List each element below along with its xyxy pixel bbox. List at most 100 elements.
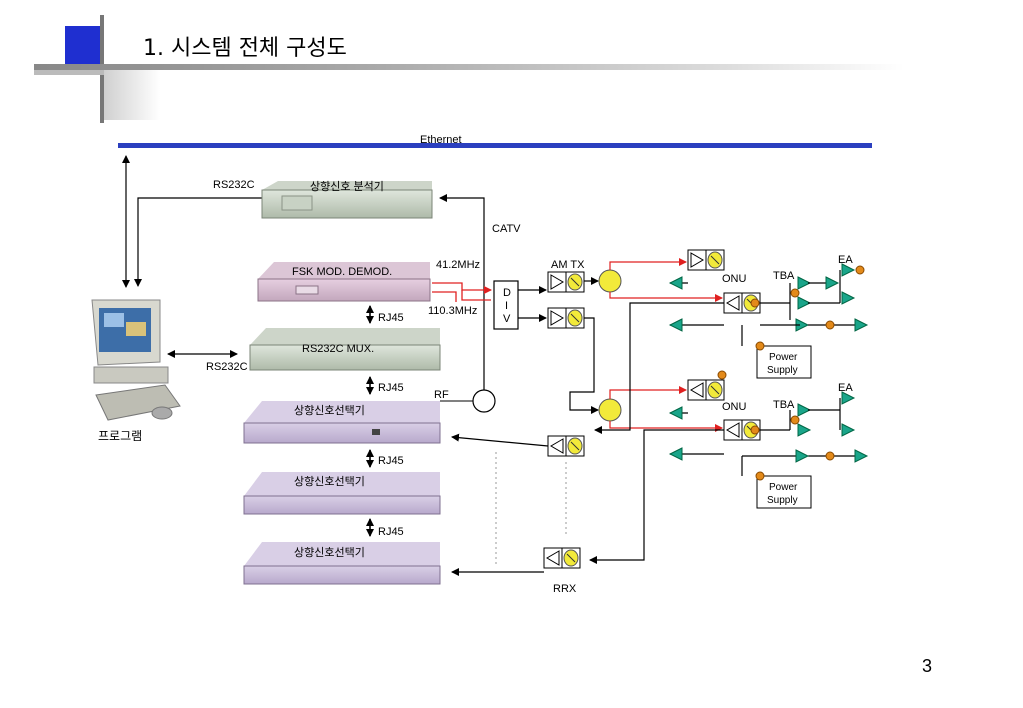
am-tx-1-coupler-mark (570, 277, 580, 287)
tap-icon (790, 288, 800, 298)
rj45-2-label: RJ45 (378, 382, 404, 394)
svg-text:Power: Power (769, 482, 798, 493)
optical-node-circle (598, 269, 622, 293)
tap-icon (825, 320, 835, 330)
tba-2-label: TBA (773, 399, 795, 411)
return-module-1-coupler-mark (570, 441, 580, 451)
onu-upper-2-triangle (726, 422, 740, 438)
rj45-3-label: RJ45 (378, 455, 404, 467)
freq-1-label: 41.2MHz (436, 259, 480, 271)
amplifier-icon (854, 449, 869, 463)
amplifier-icon (825, 276, 840, 290)
svg-text:V: V (503, 313, 511, 325)
return-module-1-triangle (550, 438, 564, 454)
optical-node-circle (598, 398, 622, 422)
fsk-label: FSK MOD. DEMOD. (292, 266, 392, 278)
amplifier-icon (797, 276, 812, 290)
ethernet-bus: Ethernet (118, 134, 872, 148)
catv-label: CATV (492, 223, 521, 235)
page-title: 1. 시스템 전체 구성도 (143, 36, 347, 61)
tap-icon (825, 451, 835, 461)
tap-icon (717, 370, 727, 380)
tba-upper-1-triangle (690, 252, 704, 268)
div-splitter: D I V (493, 280, 519, 330)
power-supply-2: Power Supply (756, 475, 812, 509)
signal-line (609, 386, 687, 399)
signal-line (451, 433, 549, 447)
tap-icon (755, 471, 765, 481)
analyzer-label: 상향신호 분석기 (310, 180, 384, 193)
svg-text:D: D (503, 287, 511, 299)
signal-line (589, 429, 724, 564)
rrx-label: RRX (553, 583, 577, 595)
amplifier-icon (668, 276, 683, 290)
onu-upper-1-triangle (726, 295, 740, 311)
signal-line (609, 258, 687, 270)
ea-2-label: EA (838, 382, 853, 394)
tap-icon (750, 425, 760, 435)
amplifier-icon (854, 318, 869, 332)
tap-icon (790, 415, 800, 425)
tba-upper-1-coupler-mark (710, 255, 720, 265)
am-tx-transmitters: AM TX (551, 259, 585, 271)
tap-icon (855, 265, 865, 275)
svg-text:Supply: Supply (767, 495, 798, 506)
svg-text:I: I (505, 300, 508, 312)
rf-label: RF (434, 389, 449, 401)
selector-3-label: 상향신호선택기 (294, 546, 365, 559)
page-number: 3 (922, 656, 933, 676)
signal-selector-unit-1: 상향신호선택기 (243, 401, 441, 444)
tba-1-label: TBA (773, 270, 795, 282)
am-tx-2-triangle (550, 310, 564, 326)
amplifier-icon (841, 291, 856, 305)
tba-upper-2-triangle (690, 382, 704, 398)
amplifier-icon (841, 423, 856, 437)
ea-1-label: EA (838, 254, 853, 266)
signal-analyzer-unit: 상향신호 분석기 (261, 180, 433, 219)
amplifier-icon (668, 406, 683, 420)
amplifier-icon (668, 318, 683, 332)
onu-1-label: ONU (722, 273, 747, 285)
tap-icon (750, 298, 760, 308)
ethernet-label: Ethernet (420, 134, 462, 146)
tba-upper-2-coupler-mark (710, 385, 720, 395)
amplifier-icon (797, 423, 812, 437)
amplifier-icon (668, 447, 683, 461)
am-tx-2-coupler-mark (570, 313, 580, 323)
signal-selector-unit-2: 상향신호선택기 (243, 472, 441, 515)
am-tx-label: AM TX (551, 259, 585, 271)
onu-2-label: ONU (722, 401, 747, 413)
amplifier-icon (795, 449, 810, 463)
amplifier-icon (797, 296, 812, 310)
rs232c-top-label: RS232C (213, 179, 255, 191)
rrx-module-triangle (546, 550, 560, 566)
am-tx-1-triangle (550, 274, 564, 290)
optical-network-graphics (451, 249, 869, 576)
signal-line (609, 421, 723, 432)
amplifier-icon (841, 263, 856, 277)
program-pc: 프로그램 (91, 299, 181, 443)
mux-label: RS232C MUX. (302, 343, 374, 355)
rf-combiner: RF (434, 389, 496, 413)
rs232c-mux-unit: RS232C MUX. (249, 328, 441, 371)
svg-text:Power: Power (769, 352, 798, 363)
power-supply-1: Power Supply (756, 345, 812, 379)
rs232c-mid-label: RS232C (206, 361, 248, 373)
fsk-mod-demod-unit: FSK MOD. DEMOD. (257, 262, 431, 302)
rj45-4-label: RJ45 (378, 526, 404, 538)
svg-text:Supply: Supply (767, 365, 798, 376)
program-label: 프로그램 (98, 429, 142, 443)
amplifier-icon (797, 403, 812, 417)
selector-1-label: 상향신호선택기 (294, 404, 365, 417)
rj45-1-label: RJ45 (378, 312, 404, 324)
amplifier-icon (841, 391, 856, 405)
selector-2-label: 상향신호선택기 (294, 475, 365, 488)
signal-selector-unit-3: 상향신호선택기 (243, 542, 441, 585)
signal-line (609, 292, 723, 302)
signal-line (569, 317, 599, 414)
signal-line (594, 302, 724, 434)
freq-2-label: 110.3MHz (428, 305, 477, 317)
rrx-module-coupler-mark (566, 553, 576, 563)
